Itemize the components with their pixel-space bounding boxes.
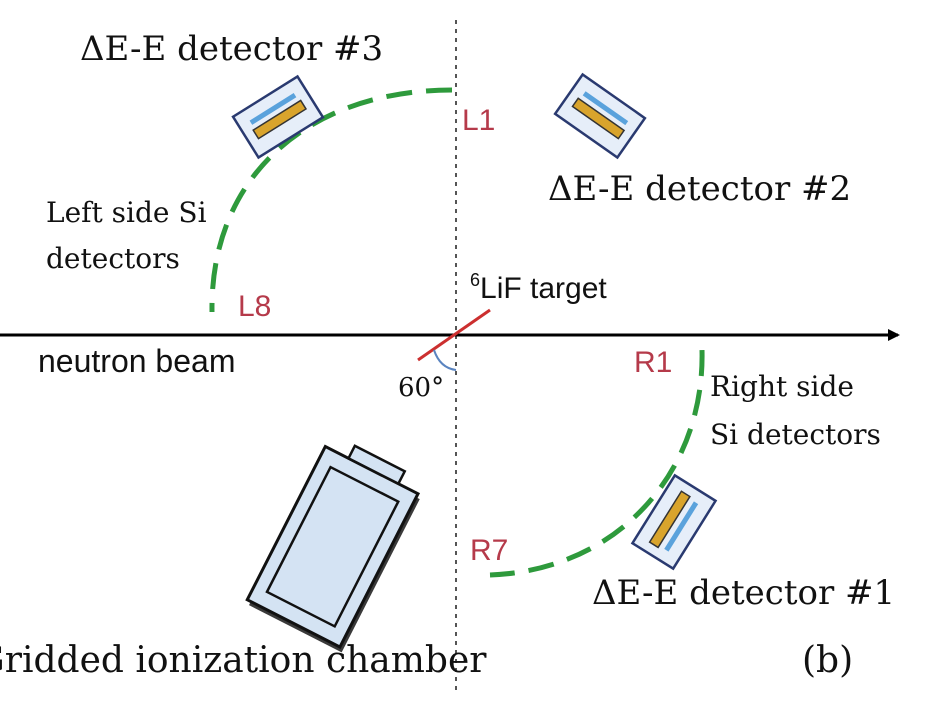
de-e-detector-2: [553, 72, 647, 160]
target-label: 6LiF target: [470, 270, 607, 305]
target-isotope-sup: 6: [470, 270, 480, 290]
label-R1: R1: [634, 346, 672, 379]
label-R7: R7: [470, 534, 508, 567]
de-e-detector-3: [231, 74, 325, 160]
detector-3-label: ΔE-E detector #3: [80, 29, 383, 69]
chamber-label: Gridded ionization chamber: [0, 640, 487, 681]
panel-label: (b): [802, 640, 853, 681]
left-side-label-line2: detectors: [46, 242, 180, 275]
left-side-label-line1: Left side Si: [46, 196, 207, 229]
right-side-label-line2: Si detectors: [710, 418, 881, 451]
ionization-chamber: [245, 444, 421, 653]
de-e-detector-1: [630, 473, 718, 571]
angle-label: 60°: [398, 373, 444, 403]
right-si-detector-arc: [489, 349, 705, 578]
lif-target-line: [417, 308, 491, 362]
left-si-detector-arc: [209, 87, 453, 313]
right-side-label-line1: Right side: [710, 370, 854, 403]
detector-2-label: ΔE-E detector #2: [548, 169, 851, 209]
label-L1: L1: [462, 104, 495, 137]
target-name: LiF target: [480, 272, 607, 305]
detector-1-label: ΔE-E detector #1: [592, 573, 895, 613]
neutron-beam-label: neutron beam: [38, 343, 235, 379]
angle-arc: [433, 349, 457, 371]
label-L8: L8: [238, 290, 271, 323]
